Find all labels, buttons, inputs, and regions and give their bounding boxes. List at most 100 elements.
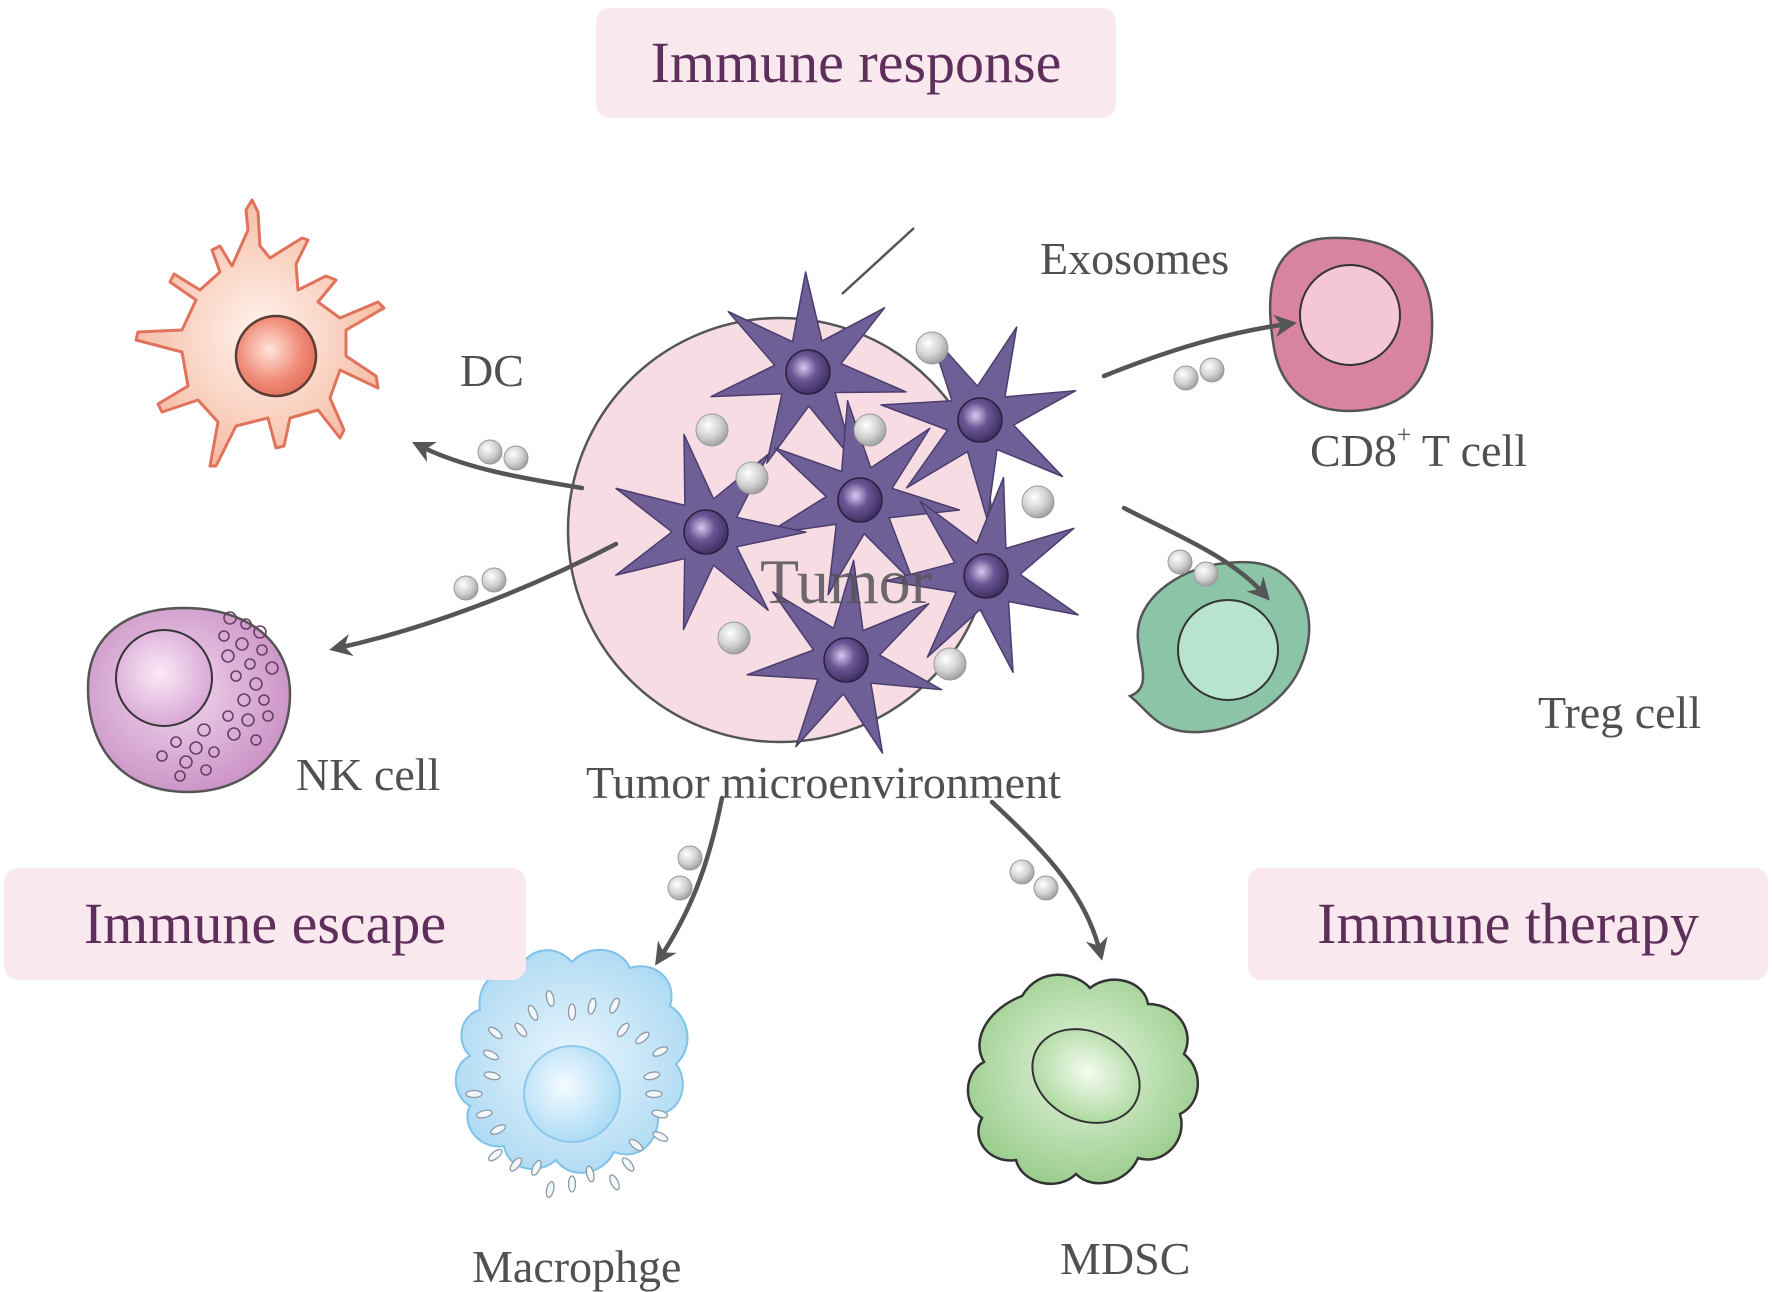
macrophage-vesicle [465,1089,483,1099]
nk-granule [223,611,237,625]
macrophage-vesicle [628,1138,644,1152]
exosome [481,567,507,593]
macrophage-vesicle [635,1031,650,1045]
macrophage-vesicle [645,1089,663,1099]
nk-granule [179,755,193,769]
macrophage-vesicle [616,1022,630,1038]
nk-granule [253,625,267,639]
arrow-to-cd8 [1101,314,1297,379]
macrophage-vesicle [609,1174,620,1191]
exosome [915,331,949,365]
nk-granule [197,723,211,737]
banner-immune-escape: Immune escape [4,868,526,980]
arrow-to-treg [1121,505,1271,601]
tumor-cell-nucleus [823,637,869,683]
macrophage-vesicle [643,1071,661,1081]
label-dc: DC [460,345,524,396]
arrow-to-nk [329,541,619,657]
nk-granule [256,644,268,656]
banner-immune-therapy: Immune therapy [1248,868,1768,980]
nk-granule [235,637,249,651]
nk-granule [200,764,212,776]
macrophage-vesicle [587,997,597,1015]
tumor-cell-nucleus [957,397,1003,443]
nk-granule [156,750,168,762]
exosome [503,445,529,471]
label-macrophage: Macrophge [472,1241,682,1292]
macrophage-vesicle [475,1109,493,1119]
exosome [1173,365,1199,391]
nk-granule [240,618,252,630]
macrophage-vesicle [531,1159,542,1176]
exosome [477,439,503,465]
tumor-cells [615,271,1079,754]
nk-granule [170,736,182,748]
macrophage-vesicle [567,1003,577,1021]
tumor-microenvironment [566,227,1079,754]
exosome [1009,859,1035,885]
label-cd8-t-cell: CD8+ T cell [1310,423,1528,476]
exosome [667,875,693,901]
nk-granule [174,770,186,782]
exosome [453,575,479,601]
macrophage-cell [454,948,689,1198]
tumor-exosomes [695,331,1055,681]
label-exosomes: Exosomes [1040,233,1230,284]
label-cd8-suffix: T cell [1411,425,1528,476]
macrophage-vesicle [482,1049,499,1061]
macrophage-vesicle [652,1131,669,1142]
exosome [735,461,769,495]
arrow-to-dc [411,441,585,491]
nk-cell [86,606,292,794]
exosome [1193,561,1219,587]
mdsc-cell [966,973,1199,1186]
dc-cell [134,198,386,468]
label-cd8-prefix: CD8 [1310,425,1397,476]
cd8-t-cell [1268,236,1434,413]
macrophage-vesicle [488,1148,503,1162]
exosome [1033,875,1059,901]
nk-granule [258,694,270,706]
nk-granule [218,630,230,642]
macrophage-vesicle [609,997,620,1014]
exosome [717,621,751,655]
macrophage-vesicles [465,990,669,1198]
nk-granule [244,658,256,670]
exosome [1167,549,1193,575]
exosome [677,845,703,871]
nk-granule [249,677,263,691]
nk-granule [189,741,203,755]
label-treg-cell: Treg cell [1538,687,1702,738]
nk-granules [156,611,279,782]
nk-granule [265,661,279,675]
exosome [1199,357,1225,383]
tumor-cell-nucleus [683,509,729,555]
nk-granule [222,710,234,722]
treg-cell [1127,560,1311,734]
label-cd8-sup: + [1396,421,1412,450]
macrophage-vesicle [483,1071,501,1081]
tumor-cell-nucleus [837,477,883,523]
exosome [853,413,887,447]
nk-granule [230,670,242,682]
macrophage-vesicle [585,1165,595,1183]
nk-granule [250,734,262,746]
label-tumor: Tumor [760,546,932,617]
macrophage-vesicle [545,990,555,1007]
tumor-cell-nucleus [963,553,1009,599]
macrophage-vesicle [488,1026,503,1040]
macrophage-vesicle [509,1157,523,1172]
nk-granule [237,693,251,707]
nk-granule [241,713,255,727]
nk-granule [227,727,241,741]
exosomes-pointer-line [841,227,915,295]
exosome [933,647,967,681]
macrophage-vesicle [621,1157,635,1172]
arrow-to-mdsc [989,799,1108,961]
tumor-cell-nucleus [785,349,831,395]
macrophage-vesicle [514,1022,528,1038]
macrophage-vesicle [652,1046,669,1057]
macrophage-vesicle [567,1175,577,1193]
nk-granule [262,710,274,722]
